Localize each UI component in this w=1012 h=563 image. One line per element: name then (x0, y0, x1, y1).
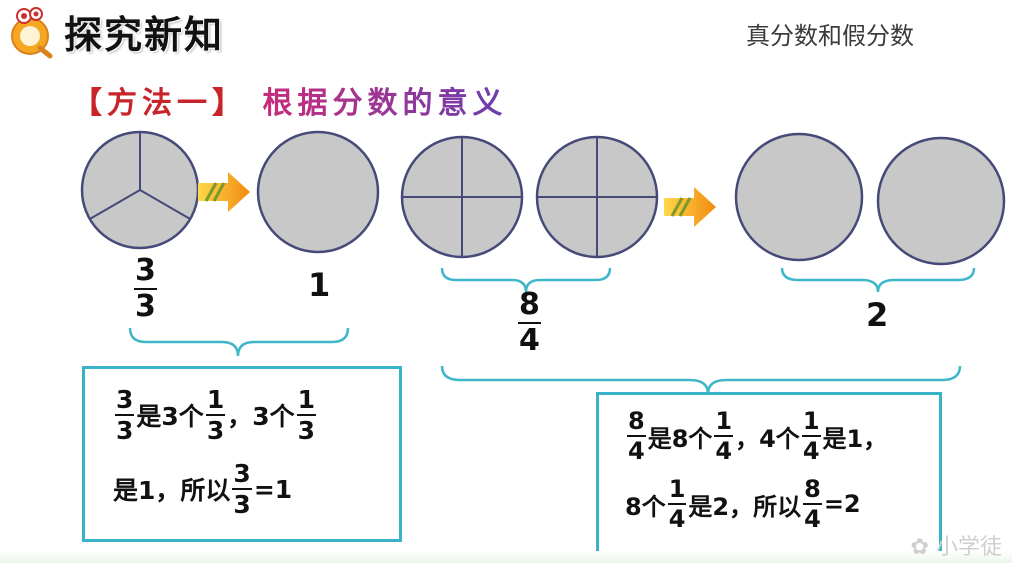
circle-whole (258, 132, 378, 252)
circle-whole (736, 134, 862, 260)
bottom-bar (0, 551, 1012, 563)
arrow-right-icon (664, 187, 716, 227)
brace (442, 366, 960, 394)
brace (782, 268, 974, 292)
brace (130, 328, 348, 356)
fraction-label-eight-fourths: 8 4 (516, 290, 543, 356)
result-label-two: 2 (866, 296, 888, 334)
result-label-one: 1 (308, 266, 330, 304)
chat-icon: ✿ (911, 535, 929, 560)
circle-thirds (82, 132, 198, 248)
circle-quarters-1 (402, 137, 522, 257)
circle-whole (878, 138, 1004, 264)
fraction-label-three-thirds: 3 3 (132, 256, 159, 322)
arrow-right-icon (198, 172, 250, 212)
circle-quarters-2 (537, 137, 657, 257)
watermark: ✿ 小学徒 (911, 529, 1002, 561)
